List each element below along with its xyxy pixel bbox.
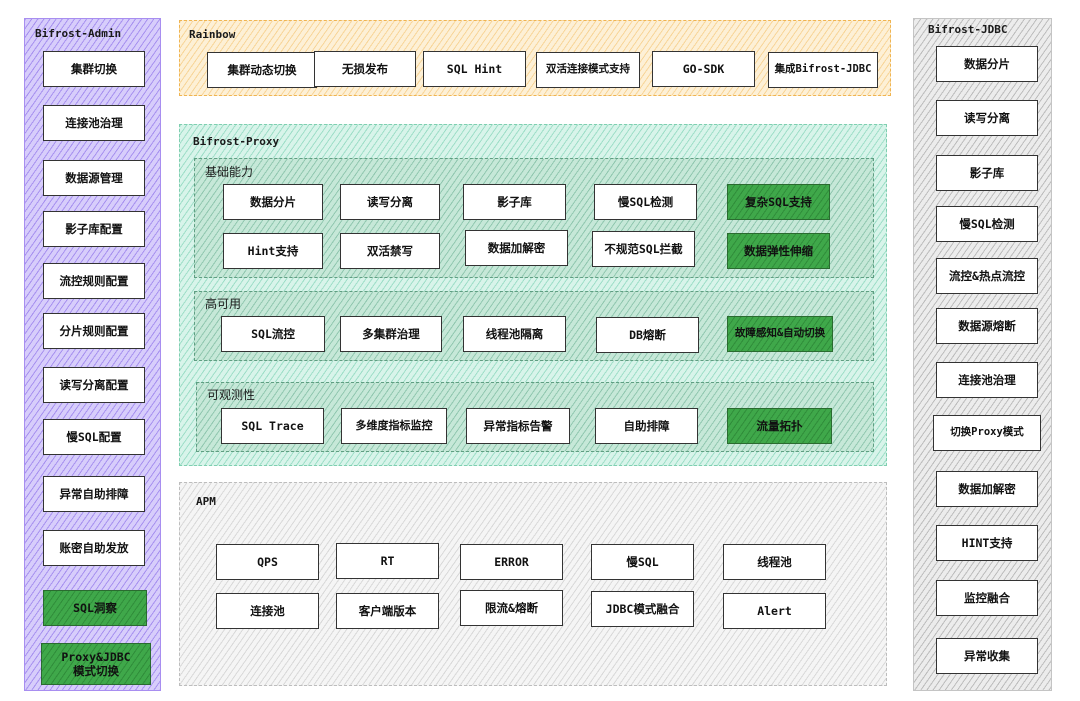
jdbc-item-5[interactable]: 数据源熔断: [936, 308, 1038, 344]
rainbow-item-4[interactable]: GO-SDK: [652, 51, 755, 87]
admin-item-8[interactable]: 异常自助排障: [43, 476, 145, 512]
apm-item-1[interactable]: RT: [336, 543, 439, 579]
apm-item-4[interactable]: 线程池: [723, 544, 826, 580]
ha-item-0[interactable]: SQL流控: [221, 316, 325, 352]
apm-item-7[interactable]: 限流&熔断: [460, 590, 563, 626]
basic-panel: 基础能力 数据分片 读写分离 影子库 慢SQL检测 复杂SQL支持 Hint支持…: [194, 158, 874, 278]
apm-item-3[interactable]: 慢SQL: [591, 544, 694, 580]
admin-item-11[interactable]: Proxy&JDBC 模式切换: [41, 643, 151, 685]
apm-item-5[interactable]: 连接池: [216, 593, 319, 629]
obs-item-3[interactable]: 自助排障: [595, 408, 698, 444]
rainbow-item-1[interactable]: 无损发布: [314, 51, 416, 87]
jdbc-item-8[interactable]: 数据加解密: [936, 471, 1038, 507]
ha-panel: 高可用 SQL流控 多集群治理 线程池隔离 DB熔断 故障感知&自动切换: [194, 291, 874, 361]
basic-item-9[interactable]: 数据弹性伸缩: [727, 233, 830, 269]
admin-item-9[interactable]: 账密自助发放: [43, 530, 145, 566]
apm-item-9[interactable]: Alert: [723, 593, 826, 629]
admin-item-0[interactable]: 集群切换: [43, 51, 145, 87]
rainbow-item-0[interactable]: 集群动态切换: [207, 52, 317, 88]
rainbow-item-2[interactable]: SQL Hint: [423, 51, 526, 87]
apm-panel: APM QPS RT ERROR 慢SQL 线程池 连接池 客户端版本 限流&熔…: [179, 482, 887, 686]
proxy-title: Bifrost-Proxy: [193, 135, 280, 148]
obs-item-2[interactable]: 异常指标告警: [466, 408, 570, 444]
jdbc-item-9[interactable]: HINT支持: [936, 525, 1038, 561]
obs-item-1[interactable]: 多维度指标监控: [341, 408, 447, 444]
admin-title: Bifrost-Admin: [35, 27, 122, 40]
jdbc-item-4[interactable]: 流控&热点流控: [936, 258, 1038, 294]
basic-item-8[interactable]: 不规范SQL拦截: [592, 231, 695, 267]
obs-item-0[interactable]: SQL Trace: [221, 408, 324, 444]
obs-title: 可观测性: [207, 388, 256, 402]
admin-panel: Bifrost-Admin 集群切换 连接池治理 数据源管理 影子库配置 流控规…: [24, 18, 161, 691]
basic-item-7[interactable]: 数据加解密: [465, 230, 568, 266]
ha-item-4[interactable]: 故障感知&自动切换: [727, 316, 833, 352]
jdbc-item-1[interactable]: 读写分离: [936, 100, 1038, 136]
apm-title: APM: [196, 495, 216, 508]
jdbc-item-2[interactable]: 影子库: [936, 155, 1038, 191]
jdbc-title: Bifrost-JDBC: [928, 23, 1008, 36]
obs-item-4[interactable]: 流量拓扑: [727, 408, 832, 444]
admin-item-2[interactable]: 数据源管理: [43, 160, 145, 196]
ha-item-1[interactable]: 多集群治理: [340, 316, 442, 352]
basic-item-1[interactable]: 读写分离: [340, 184, 440, 220]
obs-panel: 可观测性 SQL Trace 多维度指标监控 异常指标告警 自助排障 流量拓扑: [196, 382, 874, 452]
jdbc-item-10[interactable]: 监控融合: [936, 580, 1038, 616]
ha-item-3[interactable]: DB熔断: [596, 317, 699, 353]
admin-item-5[interactable]: 分片规则配置: [43, 313, 145, 349]
basic-item-3[interactable]: 慢SQL检测: [594, 184, 697, 220]
basic-item-4[interactable]: 复杂SQL支持: [727, 184, 830, 220]
basic-item-6[interactable]: 双活禁写: [340, 233, 440, 269]
admin-item-4[interactable]: 流控规则配置: [43, 263, 145, 299]
basic-item-0[interactable]: 数据分片: [223, 184, 323, 220]
apm-item-8[interactable]: JDBC模式融合: [591, 591, 694, 627]
jdbc-item-11[interactable]: 异常收集: [936, 638, 1038, 674]
apm-item-6[interactable]: 客户端版本: [336, 593, 439, 629]
admin-item-7[interactable]: 慢SQL配置: [43, 419, 145, 455]
ha-item-2[interactable]: 线程池隔离: [463, 316, 566, 352]
proxy-panel: Bifrost-Proxy 基础能力 数据分片 读写分离 影子库 慢SQL检测 …: [179, 124, 887, 466]
admin-item-10[interactable]: SQL洞察: [43, 590, 147, 626]
jdbc-item-7[interactable]: 切换Proxy模式: [933, 415, 1041, 451]
rainbow-panel: Rainbow 集群动态切换 无损发布 SQL Hint 双活连接模式支持 GO…: [179, 20, 891, 96]
rainbow-item-5[interactable]: 集成Bifrost-JDBC: [768, 52, 878, 88]
basic-item-2[interactable]: 影子库: [463, 184, 566, 220]
jdbc-item-0[interactable]: 数据分片: [936, 46, 1038, 82]
jdbc-item-6[interactable]: 连接池治理: [936, 362, 1038, 398]
rainbow-item-3[interactable]: 双活连接模式支持: [536, 52, 640, 88]
rainbow-title: Rainbow: [189, 28, 236, 41]
ha-title: 高可用: [205, 297, 242, 311]
jdbc-panel: Bifrost-JDBC 数据分片 读写分离 影子库 慢SQL检测 流控&热点流…: [913, 18, 1052, 691]
admin-item-1[interactable]: 连接池治理: [43, 105, 145, 141]
apm-item-0[interactable]: QPS: [216, 544, 319, 580]
basic-title: 基础能力: [205, 165, 254, 179]
admin-item-3[interactable]: 影子库配置: [43, 211, 145, 247]
admin-item-6[interactable]: 读写分离配置: [43, 367, 145, 403]
jdbc-item-3[interactable]: 慢SQL检测: [936, 206, 1038, 242]
apm-item-2[interactable]: ERROR: [460, 544, 563, 580]
basic-item-5[interactable]: Hint支持: [223, 233, 323, 269]
